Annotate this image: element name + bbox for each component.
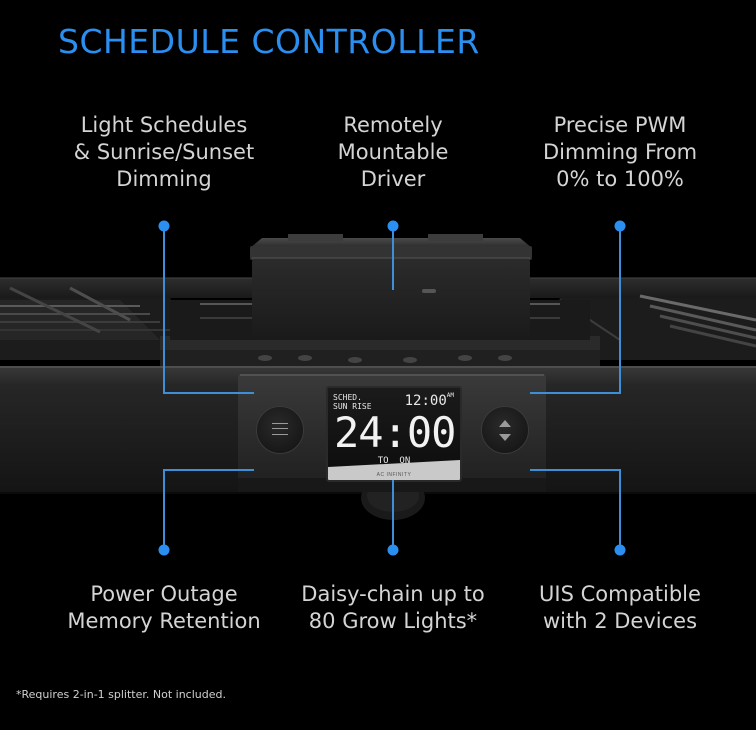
- callout-line-bottom-right: [530, 469, 621, 550]
- driver-box: [250, 234, 532, 340]
- lcd-main-time: 24:00: [334, 408, 456, 457]
- callout-dot-bottom-center: [387, 544, 399, 556]
- lcd-mode-line2: SUN RISE: [333, 402, 372, 411]
- lcd-brand: AC INFINITY: [376, 472, 412, 478]
- callout-line-bottom-left: [163, 469, 254, 550]
- footnote: *Requires 2-in-1 splitter. Not included.: [16, 688, 226, 701]
- menu-button[interactable]: [256, 406, 304, 454]
- callout-line-top-left: [163, 226, 254, 394]
- callout-dot-top-left: [158, 220, 170, 232]
- lcd-clock-time: 12:00: [404, 393, 447, 409]
- left-fin-assembly: [0, 286, 210, 360]
- up-down-button[interactable]: [481, 406, 529, 454]
- callout-dot-top-center: [387, 220, 399, 232]
- lcd-status: TO ON: [377, 456, 411, 466]
- lcd-display: SCHED. SUN RISE 12:00AM 24:00 TO ON AC I…: [326, 386, 462, 482]
- lcd-mode-line1: SCHED.: [333, 393, 362, 402]
- lcd-clock-suffix: AM: [446, 392, 454, 399]
- feature-light-schedules: Light Schedules & Sunrise/Sunset Dimming: [73, 113, 255, 191]
- feature-daisy-chain: Daisy-chain up to 80 Grow Lights*: [301, 582, 485, 633]
- menu-icon: [272, 423, 288, 435]
- callout-dot-bottom-left: [158, 544, 170, 556]
- callout-dot-top-right: [614, 220, 626, 232]
- feature-pwm-dimming: Precise PWM Dimming From 0% to 100%: [542, 113, 698, 191]
- feature-remote-driver: Remotely Mountable Driver: [337, 113, 449, 191]
- arrow-down-icon[interactable]: [499, 434, 511, 441]
- page-title: SCHEDULE CONTROLLER: [58, 22, 480, 61]
- callout-dot-bottom-right: [614, 544, 626, 556]
- feature-power-outage: Power Outage Memory Retention: [67, 582, 261, 633]
- callout-line-top-right: [530, 226, 621, 394]
- feature-uis-compatible: UIS Compatible with 2 Devices: [539, 582, 701, 633]
- lcd-clock: 12:00AM: [405, 392, 454, 410]
- arrow-up-icon[interactable]: [499, 420, 511, 427]
